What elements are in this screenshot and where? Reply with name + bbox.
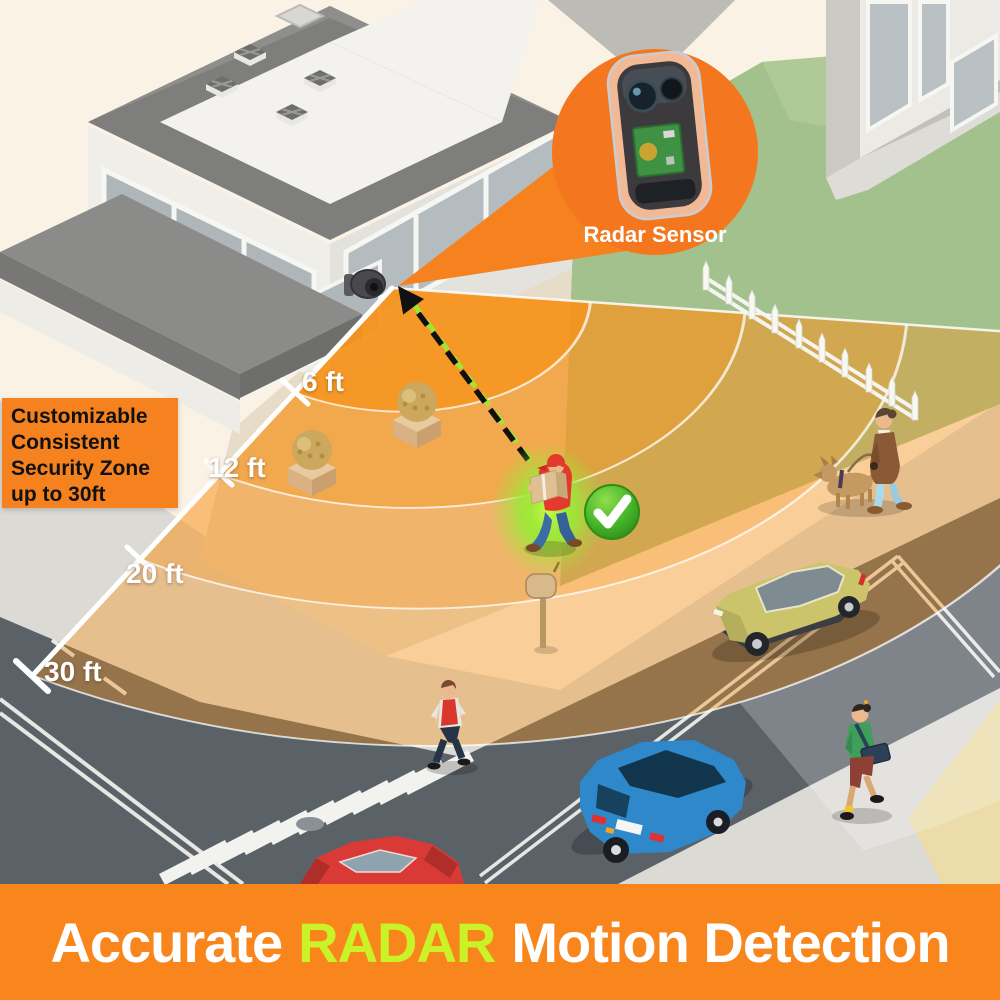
pedestrian-green-shirt — [832, 700, 892, 824]
window — [866, 0, 912, 134]
banner-text-highlight: RADAR — [298, 910, 496, 974]
radar-sensor-camera — [606, 50, 713, 221]
bush-planter — [393, 382, 441, 448]
pedestrian-red-vest — [426, 680, 478, 775]
distance-label-20ft: 20 ft — [126, 558, 184, 589]
roof-fans — [206, 44, 336, 126]
info-line: Security Zone — [11, 457, 150, 480]
info-line: Consistent — [11, 431, 120, 454]
distance-label-30ft: 30 ft — [44, 656, 102, 687]
gold-car — [712, 562, 880, 663]
building-right — [826, 0, 1000, 200]
dog-walker — [813, 408, 912, 517]
house — [0, 0, 735, 434]
distance-ruler — [13, 285, 395, 694]
bush-planter — [288, 430, 336, 496]
manhole-cover — [296, 817, 324, 831]
security-camera — [344, 269, 386, 299]
radar-detection-cone — [31, 288, 1000, 851]
leash — [846, 453, 873, 473]
delivery-person — [524, 454, 582, 557]
cone-top-edge — [391, 286, 1000, 333]
red-car — [300, 836, 464, 884]
security-zone-info-box: Customizable Consistent Security Zone up… — [2, 398, 178, 508]
scene-illustration — [0, 0, 1000, 884]
distance-label-12ft: 12 ft — [208, 452, 266, 483]
banner-text-prefix: Accurate — [50, 910, 283, 974]
picket-fence — [702, 259, 919, 421]
crosswalk — [159, 750, 474, 884]
distance-label-6ft: 6 ft — [302, 366, 344, 397]
banner-text-suffix: Motion Detection — [511, 910, 950, 974]
sensor-callout — [398, 49, 758, 286]
window — [950, 32, 998, 134]
blue-car — [571, 740, 753, 863]
check-icon — [584, 484, 640, 540]
dog — [813, 455, 881, 509]
info-line: up to 30ft — [11, 483, 106, 506]
window — [918, 0, 950, 104]
info-line: Customizable — [11, 405, 148, 428]
radar-sensor-label: Radar Sensor — [583, 222, 727, 247]
